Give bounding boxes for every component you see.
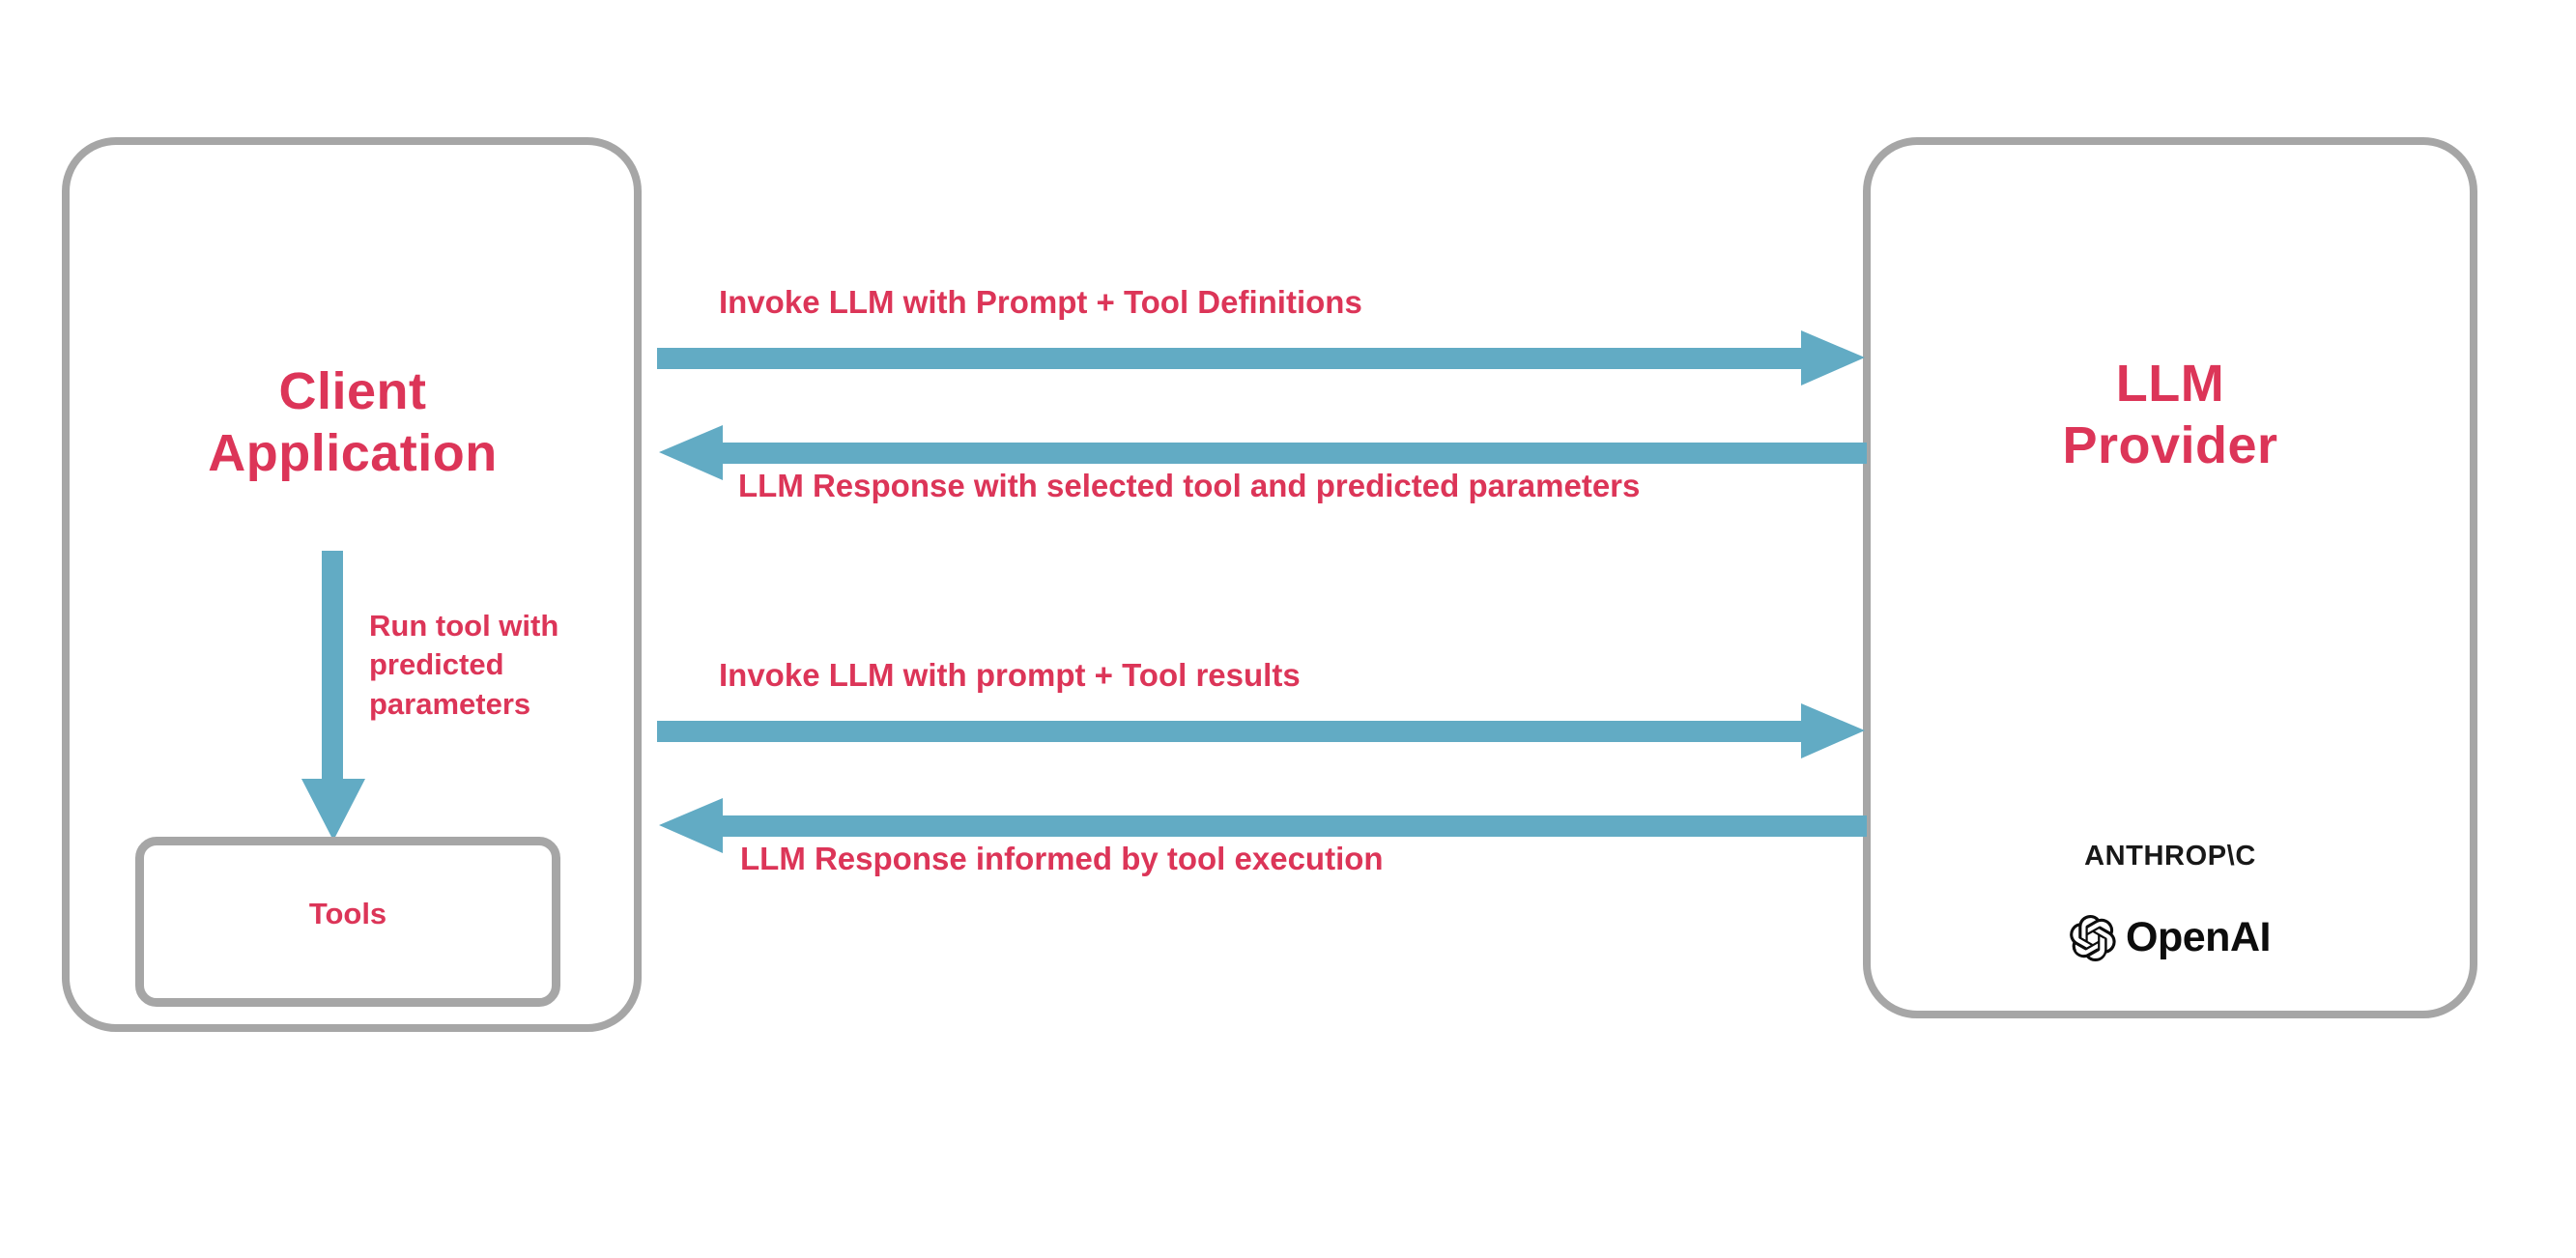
anthropic-wordmark: ANTHROP\C <box>2084 841 2256 872</box>
llm-response-informed-arrow <box>659 798 1867 853</box>
openai-logo-lockup: OpenAI <box>1880 914 2460 961</box>
invoke-with-results-arrow <box>657 703 1865 758</box>
invoke-with-results-label: Invoke LLM with prompt + Tool results <box>719 657 1301 693</box>
llm-response-tool-selection-arrow <box>659 425 1867 480</box>
run-tool-arrow-label: Run tool with predicted parameters <box>369 609 559 721</box>
tools-label: Tools <box>308 897 387 930</box>
openai-blossom-icon <box>2070 914 2116 961</box>
llm-provider-box <box>1863 137 2477 1018</box>
openai-wordmark: OpenAI <box>2126 914 2271 960</box>
llm-response-informed-label: LLM Response informed by tool execution <box>740 841 1384 876</box>
llm-provider-title: LLM Provider <box>2062 355 2278 474</box>
invoke-with-definitions-label: Invoke LLM with Prompt + Tool Definition… <box>719 284 1362 320</box>
invoke-with-definitions-arrow <box>657 330 1865 386</box>
tools-box <box>135 837 560 1007</box>
client-application-title: Client Application <box>208 362 498 482</box>
llm-response-tool-selection-label: LLM Response with selected tool and pred… <box>738 468 1641 503</box>
run-tool-arrow <box>301 551 365 841</box>
